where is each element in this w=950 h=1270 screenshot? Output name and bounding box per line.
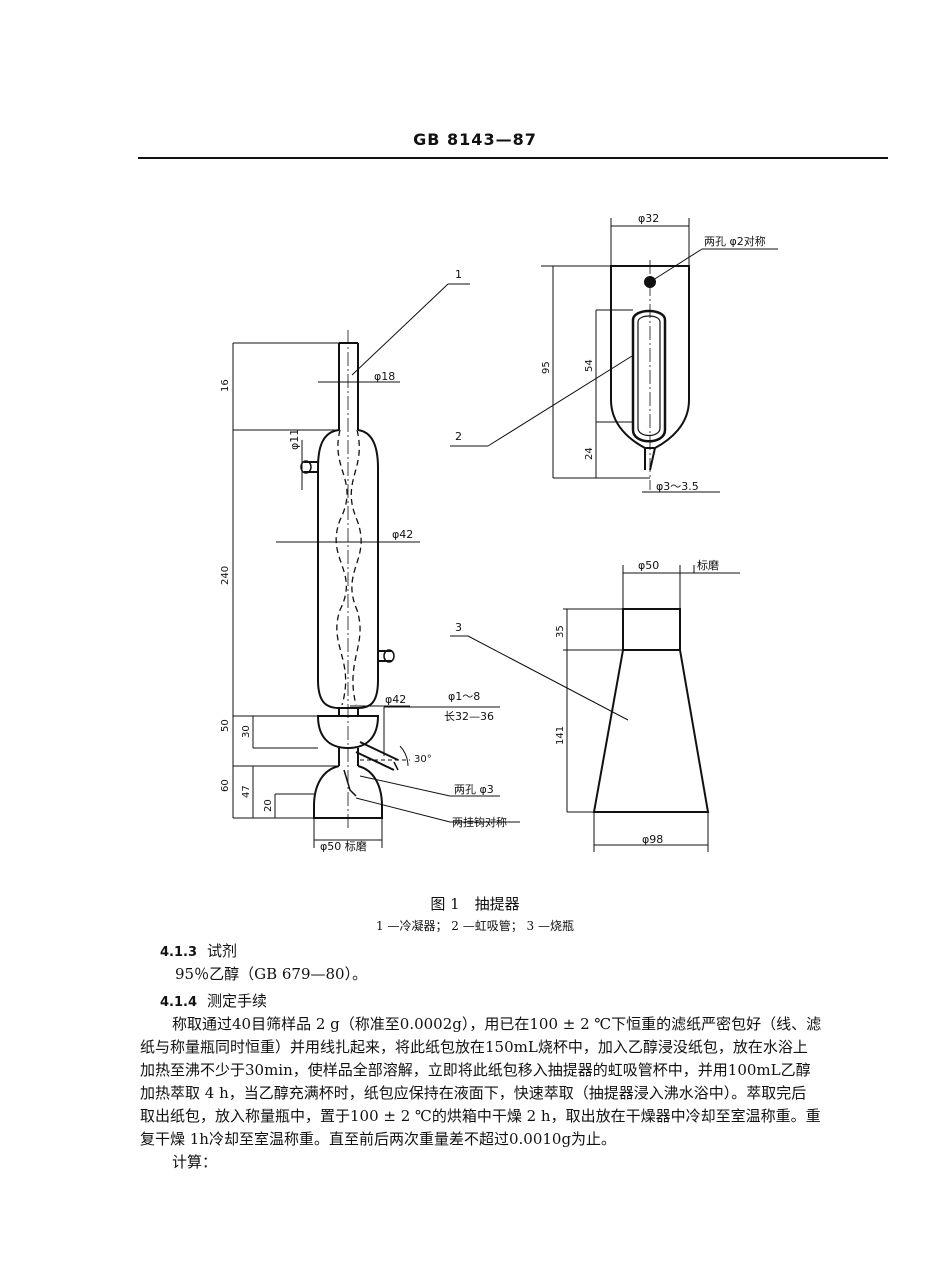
flask-drawing: [592, 608, 710, 813]
dim-h35: 35: [555, 625, 566, 638]
extractor-figure: 1 φ18 φ11 φ42 φ42 φ1～8 长32—36 30° 两孔 φ3 …: [220, 212, 778, 853]
dim-hooks: 两挂钩对称: [452, 815, 507, 829]
dim-siphon-d3: φ3～3.5: [656, 480, 699, 493]
reagent-line: 95％乙醇（GB 679—80）。: [175, 965, 368, 983]
dim-h141: 141: [555, 726, 566, 745]
dim-h16: 16: [220, 379, 231, 392]
callout-3: 3: [455, 621, 462, 634]
dim-d50-ground: φ50 标磨: [320, 839, 367, 853]
procedure-line: 加热至沸不少于30min，使样品全部溶解，立即将此纸包移入抽提器的虹吸管杯中，并…: [140, 1061, 811, 1079]
dim-d1-8: φ1～8: [448, 690, 480, 703]
dim-h24: 24: [584, 447, 595, 460]
dim-length: 长32—36: [444, 710, 494, 723]
procedure-line: 取出纸包，放入称量瓶中，置于100 ± 2 ℃的烘箱中干燥 2 h，取出放在干燥…: [140, 1107, 821, 1125]
dim-flask-ground: 标磨: [697, 558, 719, 572]
procedure-line: 加热萃取 4 h，当乙醇充满杯时，纸包应保持在液面下，快速萃取（抽提器浸入沸水浴…: [140, 1084, 807, 1102]
figure-caption-title: 图 1 抽提器: [430, 895, 520, 913]
dim-d42-cup: φ42: [385, 693, 406, 706]
condenser-drawing: [300, 330, 399, 830]
procedure-paragraph: 称取通过40目筛样品 2 g（称准至0.0002g），用已在100 ± 2 ℃下…: [140, 1013, 890, 1174]
siphon-drawing: [610, 260, 690, 490]
dim-flask-d50: φ50: [638, 559, 659, 572]
calc-label: 计算：: [172, 1153, 218, 1171]
section-title: 试剂: [207, 942, 238, 960]
dim-h95: 95: [541, 361, 552, 374]
dim-h20: 20: [263, 799, 274, 812]
section-title: 测定手续: [207, 992, 268, 1010]
callout-2: 2: [455, 430, 462, 443]
dim-h30: 30: [241, 725, 252, 738]
dim-h240: 240: [220, 566, 231, 585]
dim-siphon-holes2: 两孔 φ2对称: [704, 234, 766, 248]
dim-d18: φ18: [374, 370, 395, 383]
procedure-line: 称取通过40目筛样品 2 g（称准至0.0002g），用已在100 ± 2 ℃下…: [172, 1015, 822, 1033]
dim-siphon-d32: φ32: [638, 212, 659, 225]
page-header-code: GB 8143—87: [413, 130, 537, 149]
dim-d11: φ11: [288, 429, 301, 450]
section-number: 4.1.4: [160, 995, 198, 1010]
procedure-line: 纸与称量瓶同时恒重）并用线扎起来，将此纸包放在150mL烧杯中，加入乙醇浸没纸包…: [140, 1038, 808, 1056]
figure-caption-legend: 1 —冷凝器； 2 —虹吸管； 3 —烧瓶: [376, 919, 574, 933]
section-number: 4.1.3: [160, 945, 198, 960]
procedure-line: 复干燥 1h冷却至室温称重。直至前后两次重量差不超过0.0010g为止。: [140, 1130, 617, 1148]
dim-angle: 30°: [414, 754, 432, 765]
section-4-1-3: 4.1.3 试剂: [160, 940, 237, 961]
dim-h47: 47: [241, 785, 252, 798]
section-4-1-4: 4.1.4 测定手续: [160, 990, 267, 1011]
dim-d42-mid: φ42: [392, 528, 413, 541]
callout-1: 1: [455, 268, 462, 281]
header-rule: [138, 157, 888, 159]
dim-flask-d98: φ98: [642, 833, 663, 846]
dim-h50: 50: [220, 719, 231, 732]
dim-h60: 60: [220, 779, 231, 792]
dim-h54: 54: [584, 359, 595, 372]
dim-holes-3: 两孔 φ3: [454, 783, 494, 796]
